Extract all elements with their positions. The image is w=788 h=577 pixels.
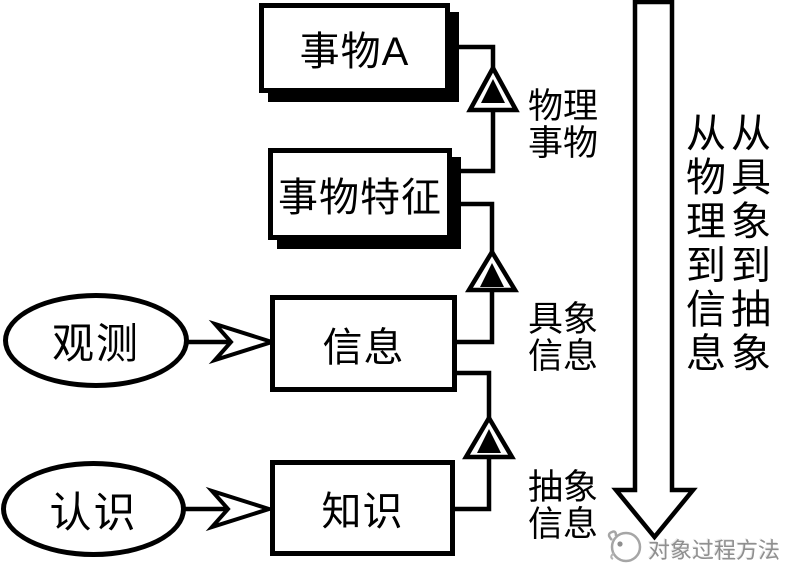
observe-arrow (186, 319, 279, 365)
ellipse-cognize: 认识 (1, 461, 186, 557)
watermark-text: 对象过程方法 (648, 538, 781, 563)
vertical-text-concrete-to-abstract: 从具象到抽象 (725, 112, 769, 376)
gen-label-abstract-info: 抽象 信息 (528, 469, 598, 543)
class-box-thing-a: 事物A (259, 3, 450, 93)
gen-label-physical-things-line2: 事物 (528, 124, 599, 163)
class-box-information-label: 信息 (322, 325, 405, 370)
gen-label-abstract-info-line1: 抽象 (528, 468, 599, 507)
generalization-triangle-3-inner (477, 429, 501, 453)
class-box-thing-features-label: 事物特征 (278, 176, 442, 220)
generalization-triangle-1-inner (481, 79, 505, 103)
generalization-triangle-2-inner (480, 263, 504, 287)
gen-label-physical-things-line1: 物理 (528, 87, 599, 126)
gen-label-abstract-info-line2: 信息 (528, 505, 599, 544)
class-box-thing-features: 事物特征 (268, 148, 452, 240)
watermark-logo-icon (607, 530, 642, 563)
ellipse-cognize-label: 认识 (49, 488, 138, 536)
generalization-connector-1 (448, 44, 520, 174)
gen-label-concrete-info: 具象 信息 (528, 301, 598, 375)
class-box-knowledge: 知识 (270, 460, 455, 556)
generalization-connector-3 (451, 370, 516, 512)
big-down-arrow (611, 0, 698, 541)
ellipse-observe: 观测 (3, 293, 189, 388)
gen-label-concrete-info-line1: 具象 (528, 300, 599, 339)
gen-label-concrete-info-line2: 信息 (528, 337, 599, 376)
ellipse-observe-label: 观测 (51, 320, 140, 367)
vertical-text-physical-to-info: 从物理到信息 (680, 112, 724, 376)
class-box-information: 信息 (270, 295, 457, 392)
class-box-thing-a-label: 事物A (299, 30, 410, 74)
observe-arrowhead (208, 319, 279, 365)
class-box-knowledge-label: 知识 (321, 490, 404, 534)
cognize-arrowhead (205, 486, 276, 532)
cognize-arrow (183, 486, 276, 532)
gen-label-physical-things: 物理 事物 (528, 88, 598, 162)
generalization-connector-2 (450, 201, 519, 345)
